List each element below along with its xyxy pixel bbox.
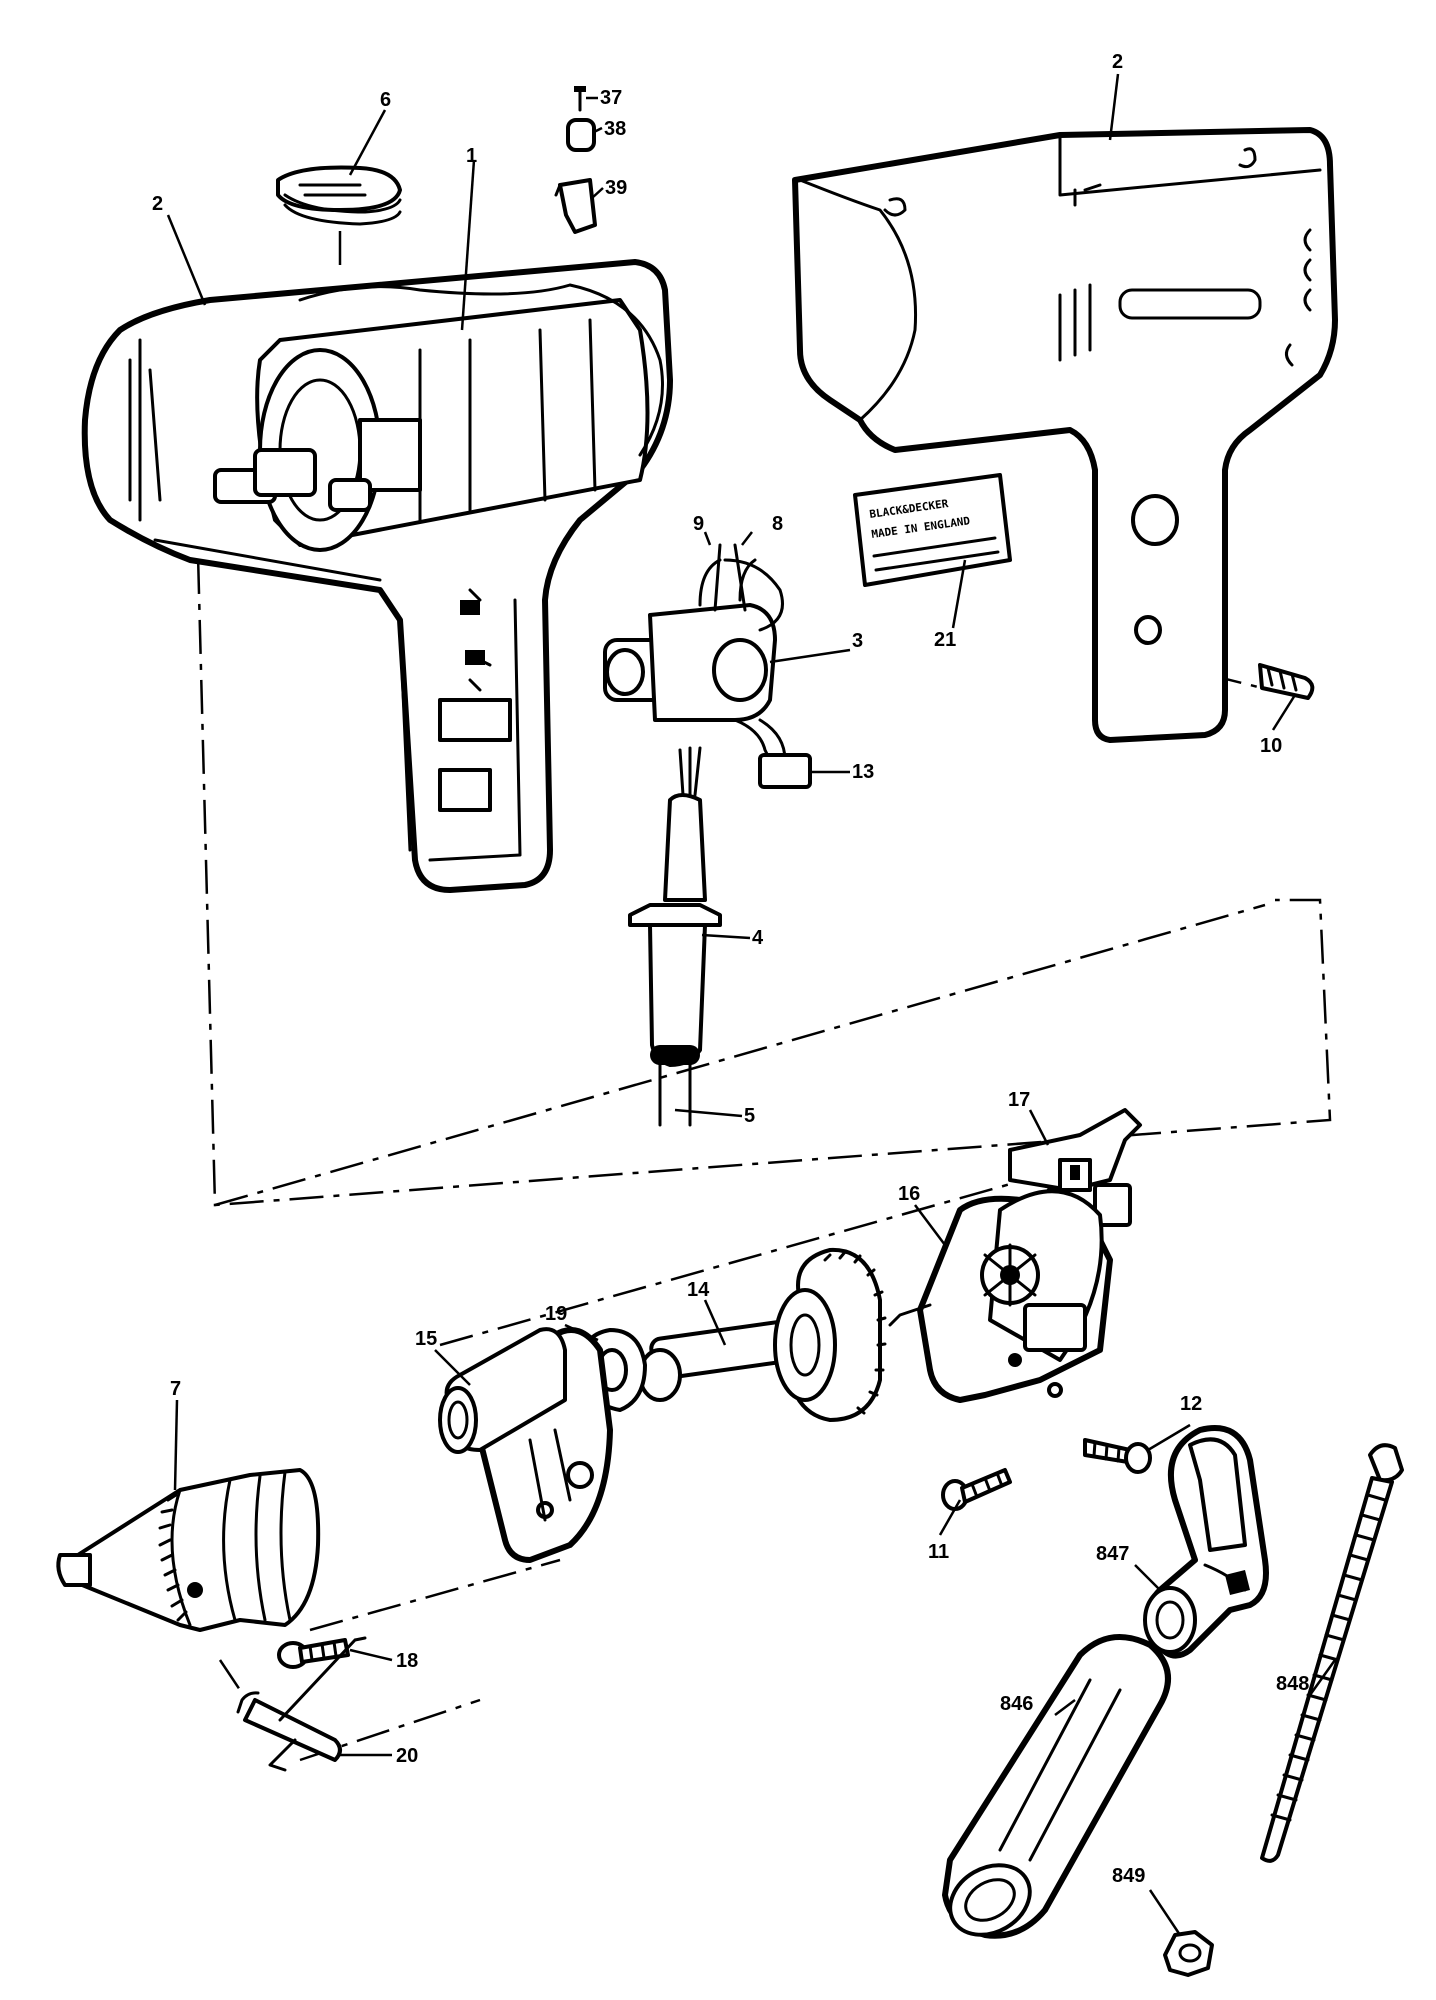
side-handle-grip	[942, 1634, 1171, 1939]
chuck-key	[236, 1636, 367, 1772]
callout-13: 13	[852, 761, 874, 783]
callout-847: 847	[1096, 1543, 1129, 1565]
small-screw-37	[574, 86, 586, 112]
callout-18: 18	[396, 1650, 418, 1672]
side-handle-clamp	[1143, 1425, 1269, 1659]
gear-housing	[888, 1187, 1113, 1403]
clip-39	[554, 178, 597, 234]
drill-chuck	[56, 1468, 321, 1632]
suppressor-capacitor	[733, 718, 812, 789]
callout-14: 14	[687, 1279, 710, 1301]
nut-38	[566, 118, 596, 152]
callout-5: 5	[744, 1105, 755, 1127]
callout-37: 37	[600, 87, 622, 109]
cable-with-sleeve	[628, 746, 722, 1127]
callout-848: 848	[1276, 1673, 1309, 1695]
callout-6: 6	[380, 89, 391, 111]
screw-18	[277, 1638, 350, 1669]
callout-4: 4	[752, 927, 764, 949]
callout-11: 11	[928, 1541, 949, 1563]
callout-20: 20	[396, 1745, 418, 1767]
callout-8: 8	[772, 513, 783, 535]
switch-unit	[603, 543, 784, 722]
callout-10: 10	[1260, 735, 1282, 757]
callout-849: 849	[1112, 1865, 1145, 1887]
callout-9: 9	[693, 513, 704, 535]
spindle-gear	[638, 1247, 887, 1422]
callout-1: 1	[466, 145, 477, 167]
handle-bolt	[1260, 1443, 1404, 1863]
callout-12: 12	[1180, 1393, 1202, 1415]
callout-846: 846	[1000, 1693, 1033, 1715]
callout-labels: 1 2 2 3 4 5 6 7 8 9 10 11 12 13 14 15 16…	[152, 51, 1309, 1887]
callout-21: 21	[934, 629, 956, 651]
callout-3: 3	[852, 630, 863, 652]
screw-11	[941, 1468, 1012, 1511]
nameplate: BLACK&DECKER MADE IN ENGLAND	[853, 473, 1012, 587]
callout-39: 39	[605, 177, 627, 199]
callout-16: 16	[898, 1183, 920, 1205]
callout-15: 15	[415, 1328, 437, 1350]
bearing-plate	[438, 1327, 613, 1563]
switch-button	[276, 165, 402, 226]
callout-2-right: 2	[1112, 51, 1123, 73]
callout-17: 17	[1008, 1089, 1030, 1111]
callout-38: 38	[604, 118, 626, 140]
callout-19: 19	[545, 1303, 567, 1325]
brush-holder	[1008, 1108, 1142, 1227]
callout-2-left: 2	[152, 193, 163, 215]
screw-10	[1258, 663, 1315, 700]
screw-12	[1083, 1438, 1152, 1474]
callout-7: 7	[170, 1378, 181, 1400]
housing-half-right	[792, 127, 1338, 743]
leader-lines	[166, 73, 1337, 1936]
housing-half-with-motor	[81, 259, 673, 893]
handle-nut	[1163, 1930, 1214, 1977]
